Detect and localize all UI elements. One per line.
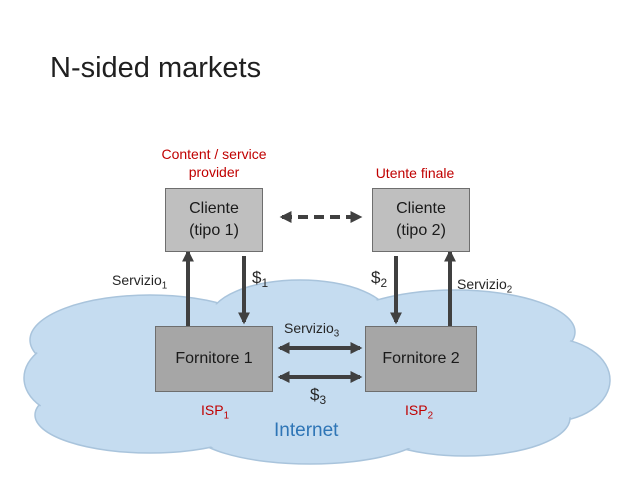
client-box-type1-line1: Cliente (189, 200, 239, 218)
provider-box-2: Fornitore 2 (365, 326, 477, 392)
client-box-type2-line1: Cliente (396, 200, 446, 218)
client-box-type2-line2: (tipo 2) (396, 222, 446, 239)
label-money3: $3 (310, 385, 327, 408)
label-internet: Internet (274, 420, 339, 441)
provider-box-1: Fornitore 1 (155, 326, 273, 392)
label-money1: $1 (252, 268, 269, 291)
client-box-type1-line2: (tipo 1) (189, 222, 239, 239)
role-content-provider-line2: provider (188, 163, 240, 180)
slide-title: N-sided markets (50, 52, 262, 84)
label-isp2: ISP2 (405, 402, 434, 422)
label-money2: $2 (371, 268, 388, 291)
client-box-type2: Cliente (tipo 2) (372, 188, 470, 252)
role-content-provider-line1: Content / service (161, 146, 267, 162)
label-servizio3: Servizio3 (284, 320, 340, 340)
label-servizio2: Servizio2 (457, 276, 513, 296)
client-box-type1: Cliente (tipo 1) (165, 188, 263, 252)
label-isp1: ISP1 (201, 402, 230, 422)
role-end-user: Utente finale (375, 165, 455, 181)
role-content-provider: Content / service provider (161, 146, 266, 181)
label-servizio1: Servizio1 (112, 272, 168, 292)
